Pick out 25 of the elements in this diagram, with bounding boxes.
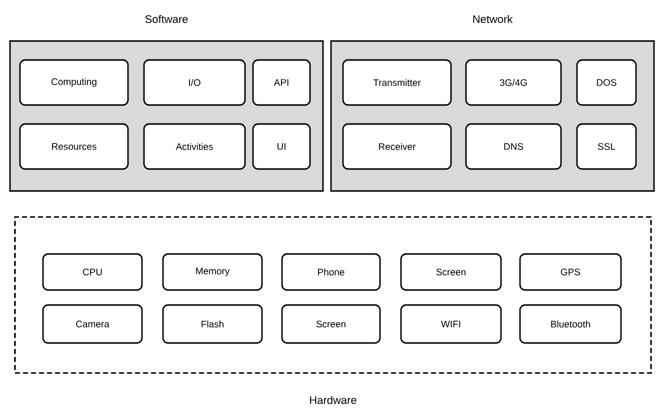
component-box: Screen	[281, 304, 381, 344]
component-box: Resources	[19, 123, 129, 170]
component-box: Flash	[162, 304, 263, 344]
component-box: I/O	[143, 59, 246, 106]
component-box: GPS	[519, 253, 622, 291]
component-box: Activities	[143, 123, 246, 170]
group-heading: Hardware	[310, 396, 356, 404]
group-heading: Network	[473, 14, 513, 24]
component-box: Bluetooth	[519, 304, 622, 344]
component-box: Camera	[42, 304, 143, 344]
component-box: Phone	[281, 253, 381, 291]
component-box: SSL	[576, 123, 637, 170]
component-box: CPU	[42, 253, 143, 291]
component-box: Transmitter	[342, 59, 452, 106]
component-box: UI	[252, 123, 311, 170]
component-box: Screen	[400, 253, 502, 291]
component-box: Computing	[19, 59, 129, 106]
group-heading: Software	[145, 14, 188, 24]
component-box: Receiver	[342, 123, 452, 170]
component-box: DNS	[465, 123, 562, 170]
component-box: WIFI	[400, 304, 502, 344]
component-box: 3G/4G	[465, 59, 562, 106]
component-box: Memory	[162, 253, 263, 291]
component-box: API	[252, 59, 311, 106]
component-box: DOS	[576, 59, 637, 106]
